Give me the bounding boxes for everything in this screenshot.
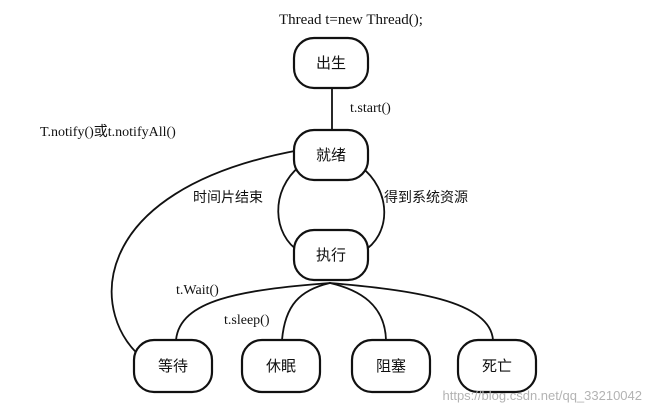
label-notify: T.notify()或t.notifyAll() <box>40 124 176 140</box>
label-timeslice-end: 时间片结束 <box>193 190 263 206</box>
edge-timeslice-curve <box>277 165 301 253</box>
label-get-resources: 得到系统资源 <box>384 189 468 206</box>
node-waiting-label: 等待 <box>158 357 188 375</box>
node-born-label: 出生 <box>316 54 346 72</box>
node-sleeping: 休眠 <box>240 338 322 394</box>
node-ready: 就绪 <box>292 128 370 182</box>
node-blocked: 阻塞 <box>350 338 432 394</box>
label-sleep: t.sleep() <box>224 313 270 328</box>
node-waiting: 等待 <box>132 338 214 394</box>
label-wait: t.Wait() <box>176 283 219 298</box>
edge-to-sleeping <box>281 282 331 341</box>
node-dead: 死亡 <box>456 338 538 394</box>
node-blocked-label: 阻塞 <box>376 357 406 375</box>
node-running-label: 执行 <box>316 246 346 264</box>
edge-notify-curve <box>110 149 301 361</box>
edge-to-waiting <box>175 282 331 341</box>
label-start: t.start() <box>350 101 391 116</box>
edge-to-blocked <box>329 282 387 341</box>
edge-to-dead <box>329 282 494 341</box>
watermark: https://blog.csdn.net/qq_33210042 <box>443 388 643 403</box>
edge-resources-curve <box>359 165 386 253</box>
diagram-title: Thread t=new Thread(); <box>279 12 423 28</box>
node-ready-label: 就绪 <box>316 146 346 164</box>
node-born: 出生 <box>292 36 370 90</box>
node-dead-label: 死亡 <box>482 357 512 375</box>
node-sleeping-label: 休眠 <box>266 357 296 375</box>
node-running: 执行 <box>292 228 370 282</box>
edges <box>110 87 494 361</box>
